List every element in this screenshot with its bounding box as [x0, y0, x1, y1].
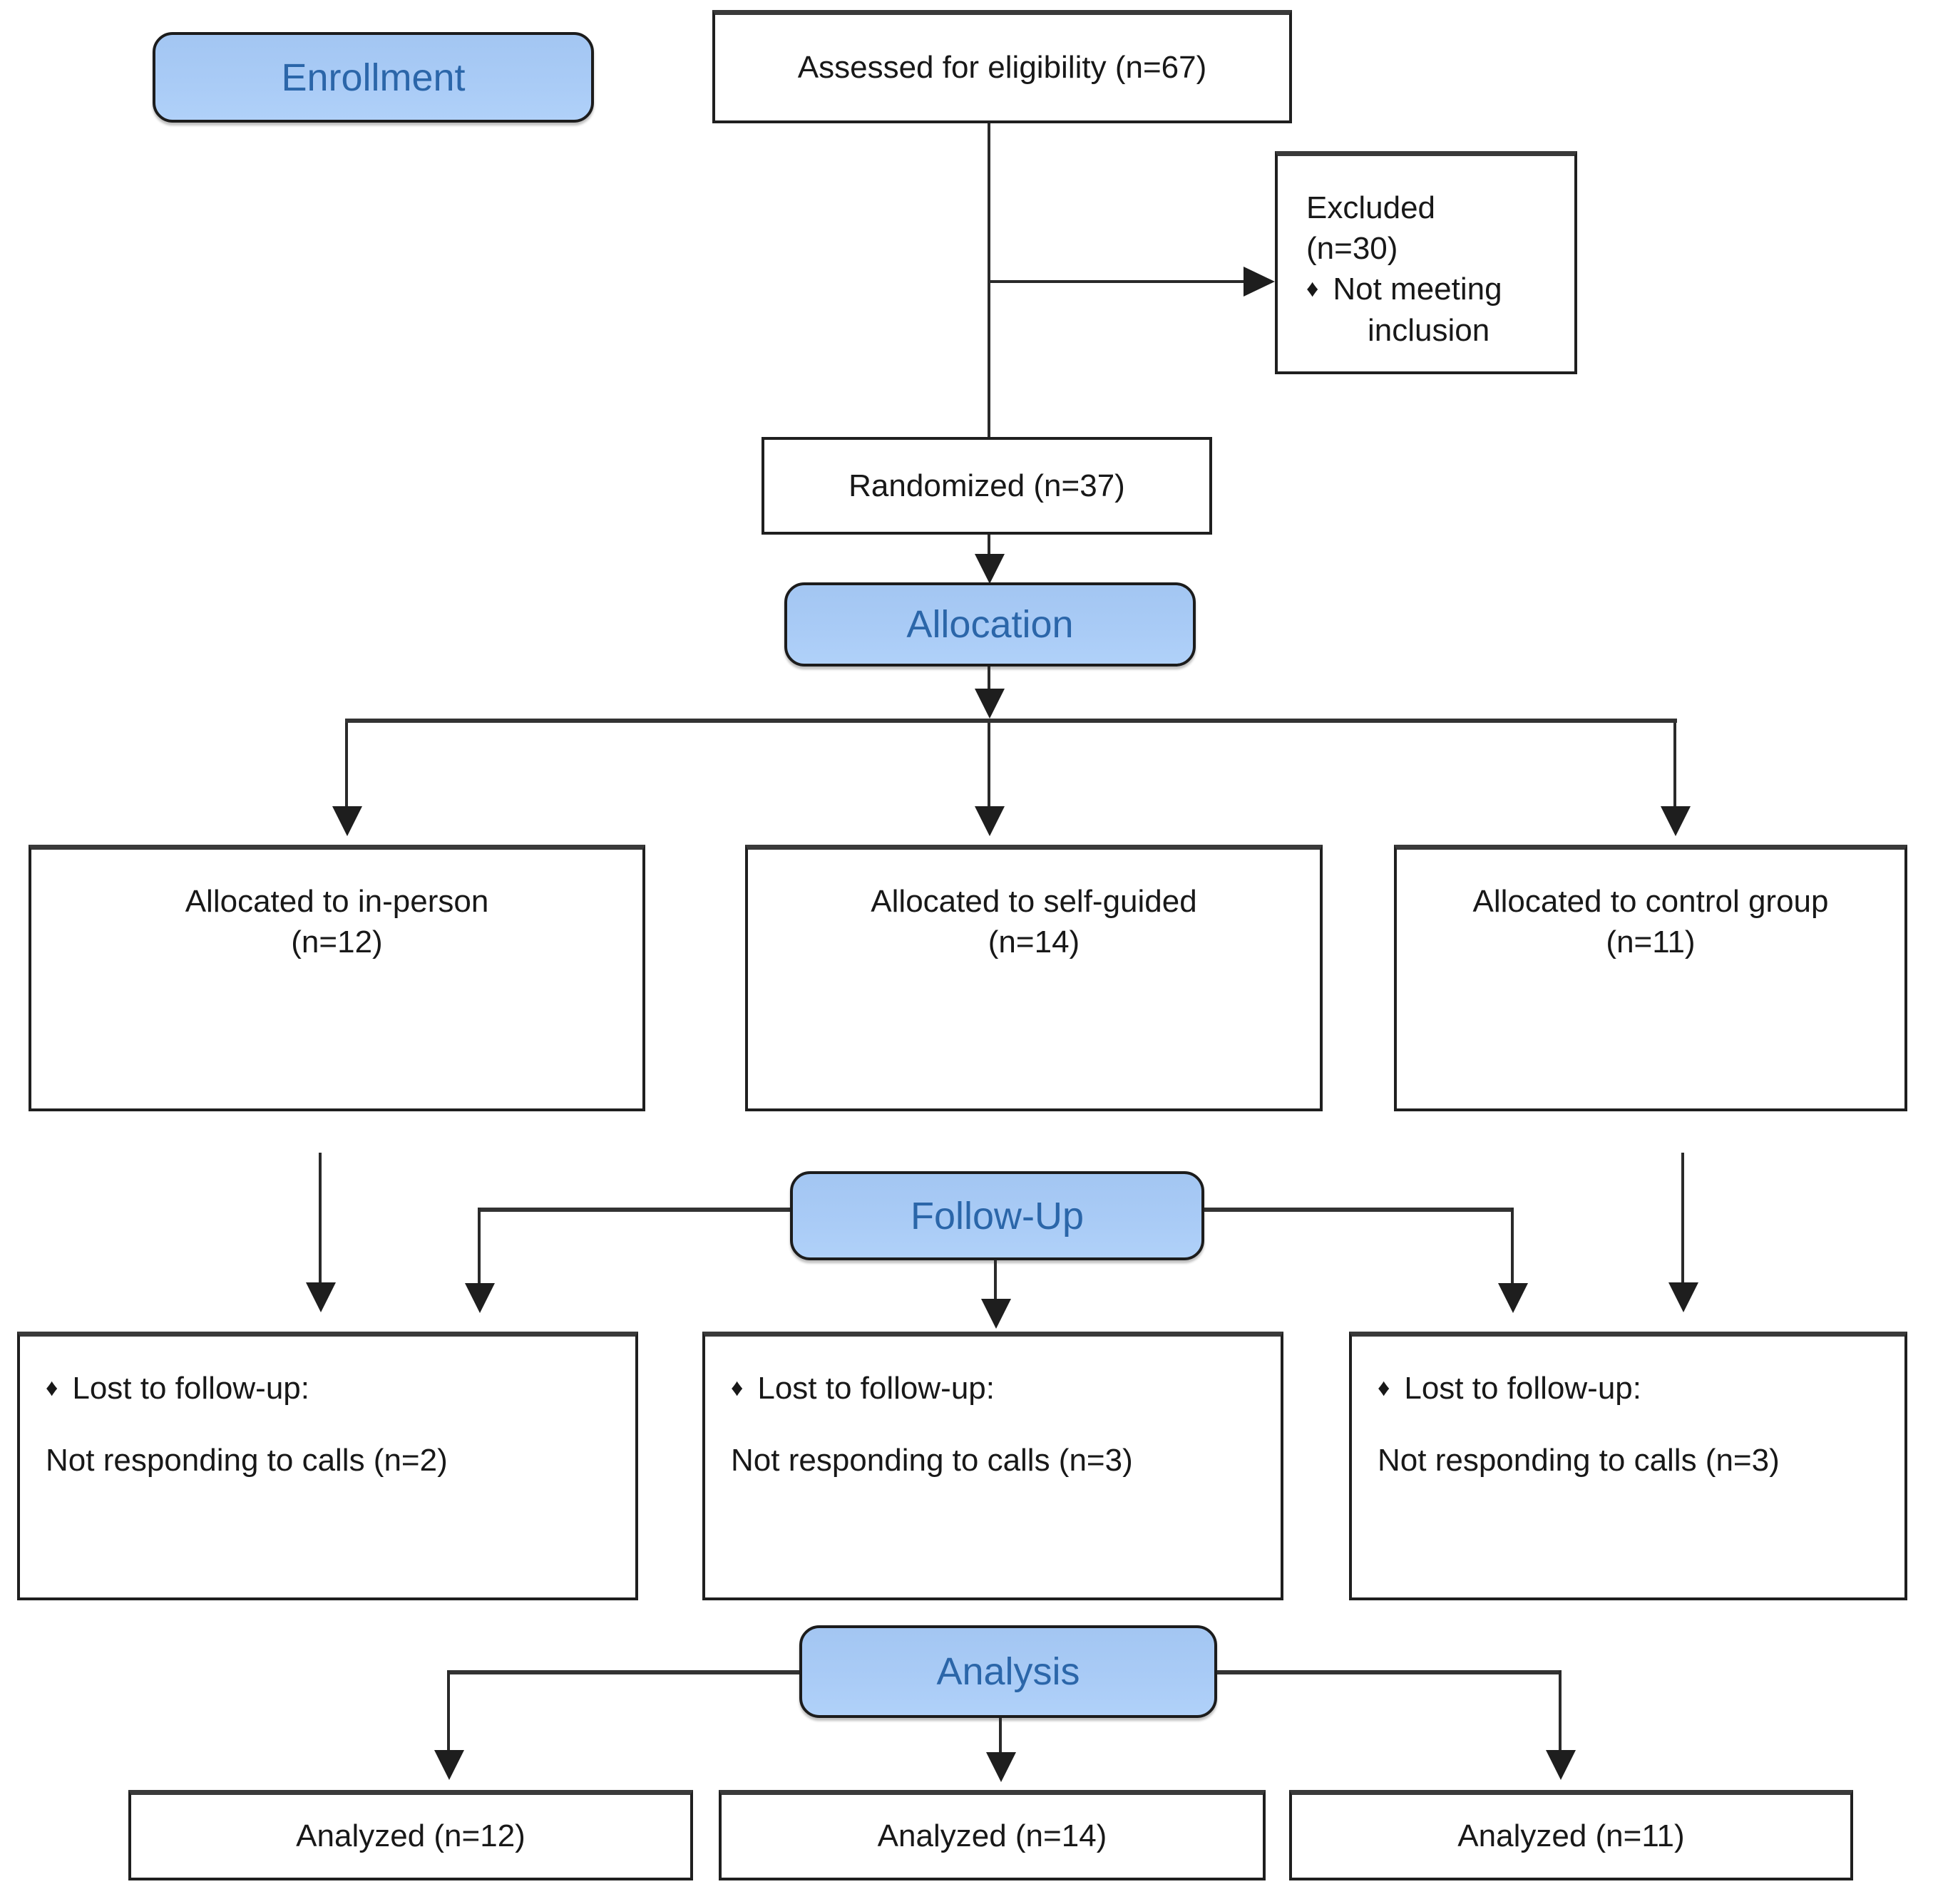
lost-detail: Not responding to calls (n=2) [46, 1443, 448, 1478]
followup-banner: Follow-Up [790, 1171, 1204, 1260]
lost-box-control: ♦ Lost to follow-up: Not responding to c… [1349, 1332, 1907, 1600]
allocated-count: (n=11) [1606, 925, 1696, 960]
analyzed-label: Analyzed (n=14) [877, 1818, 1107, 1854]
connector-randomized-allocation [988, 535, 990, 557]
arrowhead-followup-left-direct [306, 1282, 336, 1312]
excluded-reason: ♦ Not meeting [1306, 269, 1553, 309]
analysis-branch-left-v [447, 1670, 450, 1753]
followup-branch-right-v [1511, 1208, 1514, 1286]
arrowhead-allocation [975, 554, 1005, 584]
excluded-reason-text2: inclusion [1368, 312, 1490, 348]
excluded-title: Excluded [1306, 190, 1436, 225]
lost-title: Lost to follow-up: [72, 1371, 309, 1406]
allocated-box-self-guided: Allocated to self-guided (n=14) [745, 845, 1323, 1111]
arrowhead-analysis-right [1546, 1750, 1576, 1780]
lost-title-line: ♦ Lost to follow-up: [731, 1368, 1259, 1409]
connector-inperson-followup [319, 1153, 322, 1285]
allocated-box-control: Allocated to control group (n=11) [1394, 845, 1907, 1111]
diamond-bullet-icon: ♦ [1306, 275, 1319, 303]
analyzed-label: Analyzed (n=12) [296, 1818, 525, 1854]
allocated-count: (n=12) [291, 925, 383, 960]
lost-title: Lost to follow-up: [1404, 1371, 1641, 1406]
allocated-title: Allocated to self-guided [871, 884, 1197, 919]
arrowhead-split [975, 689, 1005, 719]
connector-assessed-randomized [988, 123, 990, 437]
diamond-bullet-icon: ♦ [46, 1374, 58, 1401]
allocated-count: (n=14) [988, 925, 1080, 960]
analysis-branch-left-h [447, 1670, 799, 1674]
analysis-branch-right-v [1559, 1670, 1562, 1753]
analysis-branch-center-v [999, 1718, 1002, 1755]
connector-allocation-split [988, 667, 990, 692]
analysis-branch-right-h [1217, 1670, 1562, 1674]
excluded-box: Excluded (n=30) ♦ Not meeting inclusion [1275, 151, 1577, 374]
allocated-title: Allocated to control group [1472, 884, 1829, 919]
assessed-label: Assessed for eligibility (n=67) [797, 50, 1207, 86]
analyzed-box-in-person: Analyzed (n=12) [128, 1790, 693, 1880]
arrowhead-followup-left [465, 1283, 495, 1313]
lost-title-line: ♦ Lost to follow-up: [1378, 1368, 1883, 1409]
arrowhead-followup-center [981, 1299, 1011, 1329]
allocation-banner: Allocation [784, 582, 1196, 667]
lost-box-self-guided: ♦ Lost to follow-up: Not responding to c… [702, 1332, 1283, 1600]
followup-branch-left-v [478, 1208, 481, 1286]
lost-title-line: ♦ Lost to follow-up: [46, 1368, 614, 1409]
arrowhead-alloc-right [1661, 806, 1691, 836]
lost-box-in-person: ♦ Lost to follow-up: Not responding to c… [17, 1332, 638, 1600]
randomized-box: Randomized (n=37) [762, 437, 1212, 535]
diamond-bullet-icon: ♦ [731, 1374, 744, 1401]
analysis-banner: Analysis [799, 1625, 1217, 1718]
lost-detail: Not responding to calls (n=3) [731, 1443, 1133, 1478]
assessed-box: Assessed for eligibility (n=67) [712, 10, 1292, 123]
allocated-box-in-person: Allocated to in-person (n=12) [29, 845, 645, 1111]
drop-center [988, 723, 990, 808]
allocated-title: Allocated to in-person [185, 884, 489, 919]
analyzed-label: Analyzed (n=11) [1457, 1818, 1685, 1854]
analyzed-box-self-guided: Analyzed (n=14) [719, 1790, 1266, 1880]
arrowhead-followup-right [1498, 1283, 1528, 1313]
arrowhead-alloc-center [975, 806, 1005, 836]
excluded-count: (n=30) [1306, 231, 1398, 267]
excluded-reason-text: Not meeting [1333, 272, 1502, 307]
drop-left [345, 723, 348, 808]
arrowhead-alloc-left [332, 806, 362, 836]
enrollment-banner: Enrollment [153, 32, 594, 123]
arrowhead-analysis-center [986, 1752, 1016, 1782]
randomized-label: Randomized (n=37) [848, 468, 1125, 503]
connector-to-excluded [990, 280, 1246, 283]
analyzed-box-control: Analyzed (n=11) [1289, 1790, 1853, 1880]
split-line [345, 719, 1677, 723]
connector-control-followup [1681, 1153, 1684, 1285]
lost-detail: Not responding to calls (n=3) [1378, 1443, 1780, 1478]
drop-right [1673, 723, 1676, 808]
followup-branch-right-h [1204, 1208, 1514, 1212]
followup-branch-center-v [994, 1260, 997, 1302]
arrowhead-analysis-left [434, 1750, 464, 1780]
arrowhead-excluded [1244, 267, 1275, 297]
diamond-bullet-icon: ♦ [1378, 1374, 1390, 1401]
followup-branch-left-h [478, 1208, 790, 1212]
arrowhead-followup-right-direct [1668, 1282, 1698, 1312]
lost-title: Lost to follow-up: [757, 1371, 995, 1406]
